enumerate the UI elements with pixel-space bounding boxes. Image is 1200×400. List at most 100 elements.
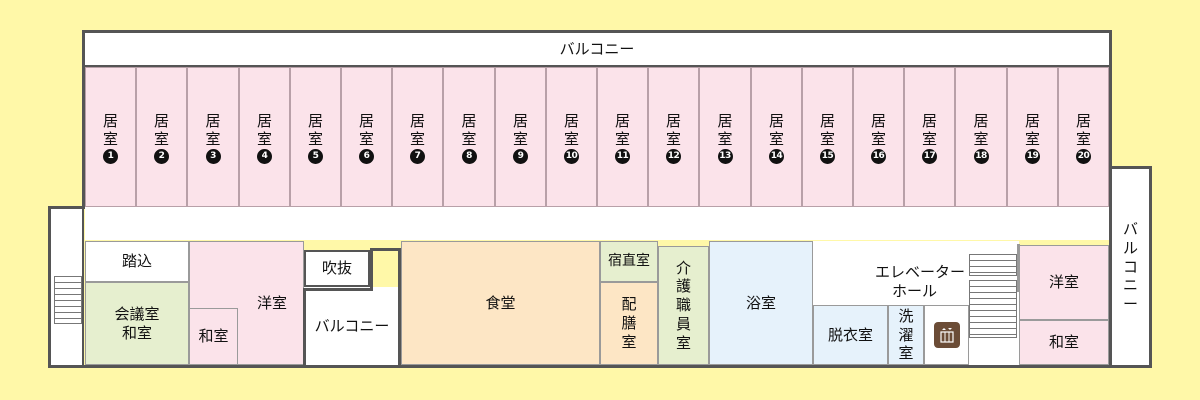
resident-room-label-char: 居	[870, 112, 886, 130]
resident-room-number: 15	[820, 149, 835, 164]
balconyRight-label-char: コ	[1122, 257, 1138, 276]
japanese-room-left-label: 和室	[198, 327, 229, 346]
japanese-room-left: 和室	[189, 308, 238, 365]
elevator-hall: エレベーター ホール	[813, 241, 969, 305]
corridor	[85, 207, 1109, 240]
resident-room-number: 5	[308, 149, 323, 164]
resident-room-label-char: 室	[819, 130, 835, 148]
resident-room-number: 11	[615, 149, 630, 164]
left-stair-wall	[82, 208, 84, 366]
resident-room-number: 2	[154, 149, 169, 164]
resident-room-label-char: 室	[973, 130, 989, 148]
resident-room-number: 13	[717, 149, 733, 164]
elevator	[924, 305, 969, 365]
serving-room: 配膳室	[600, 282, 658, 365]
meeting-room-label-1: 会議室	[114, 304, 160, 323]
outer-wall-right-upper	[1109, 30, 1112, 168]
entrance-fumikomi: 踏込	[85, 241, 189, 282]
resident-room-number: 18	[973, 149, 989, 164]
meeting-room: 会議室 和室	[85, 282, 189, 365]
kaigo-label-char: 室	[675, 333, 691, 352]
resident-room-label-char: 室	[665, 130, 681, 148]
resident-room-label-char: 居	[819, 112, 835, 130]
resident-room-number: 16	[871, 149, 886, 164]
outer-wall-far-right	[1149, 166, 1152, 368]
resident-room-label-char: 居	[1075, 112, 1091, 130]
elevator-hall-label-2: ホール	[891, 282, 937, 300]
resident-room-label-char: 居	[102, 112, 118, 130]
sentaku-label-char: 室	[898, 344, 914, 363]
changing-room: 脱衣室	[813, 305, 888, 365]
resident-room-number: 6	[359, 149, 374, 164]
balconyRight-label-char: ニ	[1122, 276, 1138, 295]
bathroom: 浴室	[709, 241, 813, 365]
balconyRight-label-char: ル	[1122, 238, 1138, 257]
resident-room-label-char: 居	[307, 112, 323, 130]
resident-room-label-char: 室	[1075, 130, 1091, 148]
left-stairs	[54, 276, 82, 324]
resident-room-label-char: 居	[921, 112, 937, 130]
resident-room-label-char: 室	[153, 130, 169, 148]
resident-room-number: 3	[205, 149, 221, 164]
right-stairs-upper	[969, 254, 1017, 276]
haizen-label-char: 室	[621, 332, 637, 351]
resident-room-number: 7	[410, 149, 425, 164]
resident-room-label-char: 室	[409, 130, 425, 148]
resident-room-number: 9	[513, 149, 528, 164]
outer-wall-left-upper	[82, 30, 85, 208]
resident-room-label-char: 居	[358, 112, 374, 130]
resident-room-label-char: 室	[358, 130, 374, 148]
haizen-label-char: 膳	[621, 314, 637, 333]
resident-room-label-char: 室	[307, 130, 323, 148]
outer-wall-bottom	[48, 365, 1152, 368]
sentaku-label-char: 洗	[898, 306, 914, 325]
kaigo-label-char: 護	[675, 277, 691, 296]
dining-room-label: 食堂	[485, 293, 516, 312]
resident-room-label-char: 室	[768, 130, 784, 148]
western-room-right-label: 洋室	[1048, 273, 1079, 292]
care-staff-room: 介護職員室	[658, 246, 709, 365]
atrium-fukinuke: 吹抜	[304, 250, 370, 287]
resident-room-label-char: 室	[461, 130, 477, 148]
balcony-mid-wall-top	[304, 288, 372, 291]
resident-room-label-char: 室	[102, 130, 118, 148]
resident-room-number: 14	[769, 149, 784, 164]
resident-room-label-char: 居	[563, 112, 579, 130]
kaigo-label-char: 職	[675, 296, 691, 315]
night-duty-label: 宿直室	[608, 252, 650, 269]
resident-room-label-char: 室	[512, 130, 528, 148]
balcony-right-inner-wall	[1109, 166, 1112, 366]
outer-wall-top	[82, 30, 1112, 33]
resident-room-number: 1	[103, 149, 118, 164]
resident-room-label-char: 室	[563, 130, 579, 148]
japanese-room-right: 和室	[1019, 320, 1109, 365]
resident-room-number: 10	[564, 149, 579, 164]
western-room-left-label: 洋室	[256, 293, 287, 312]
resident-room-number: 8	[461, 149, 477, 164]
fukinuke-label: 吹抜	[321, 259, 352, 278]
dining-room: 食堂	[401, 241, 600, 365]
balcony-mid-wall-side	[370, 248, 373, 291]
fumikomi-label: 踏込	[121, 252, 152, 271]
resident-room-label-char: 居	[153, 112, 169, 130]
resident-room-number: 19	[1025, 149, 1040, 164]
balcony-mid-wall-left	[303, 288, 306, 366]
sentaku-label-char: 濯	[898, 325, 914, 344]
balcony-mid-wall-right	[398, 248, 401, 366]
resident-room-label-char: 室	[1024, 130, 1040, 148]
